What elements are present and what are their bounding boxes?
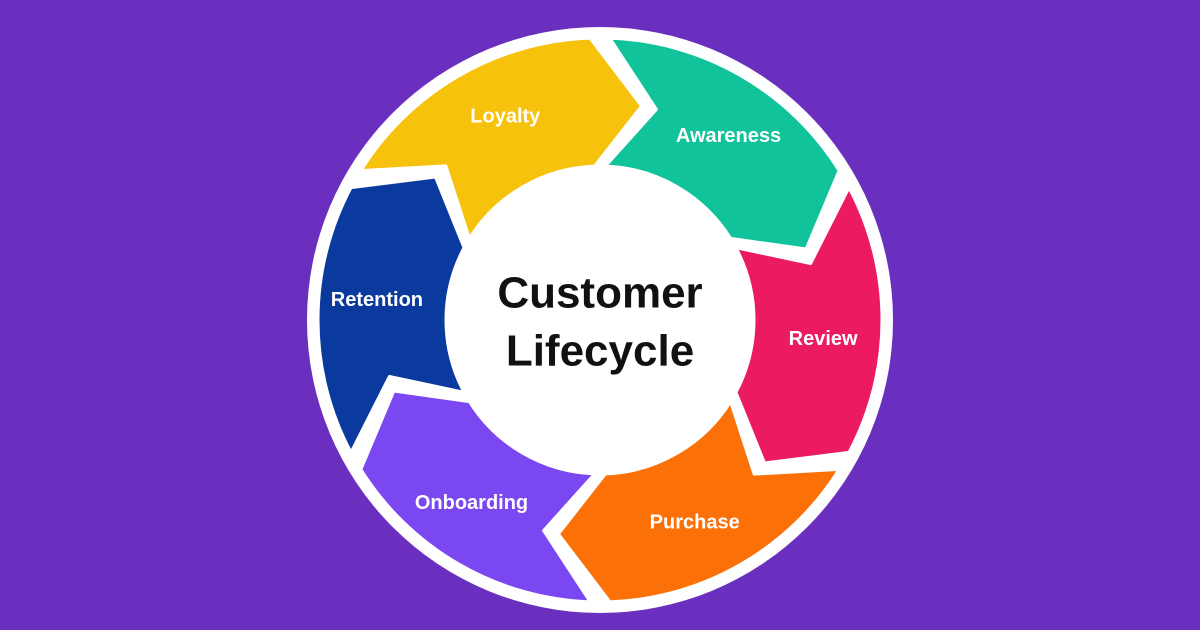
segment-purchase xyxy=(556,400,841,604)
center-title-line-2: Lifecycle xyxy=(506,327,694,376)
segment-label-onboarding: Onboarding xyxy=(415,492,528,514)
segment-onboarding xyxy=(359,389,597,604)
segment-awareness xyxy=(603,36,841,251)
segment-label-retention: Retention xyxy=(331,289,423,311)
segment-label-loyalty: Loyalty xyxy=(470,105,541,127)
segment-label-awareness: Awareness xyxy=(676,125,781,147)
segment-label-purchase: Purchase xyxy=(650,511,740,533)
segment-label-review: Review xyxy=(789,328,858,350)
center-title-line-1: Customer xyxy=(497,269,702,318)
segment-retention xyxy=(316,175,466,454)
segment-loyalty xyxy=(359,36,644,240)
segment-review xyxy=(734,186,884,465)
center-disk xyxy=(452,172,748,468)
